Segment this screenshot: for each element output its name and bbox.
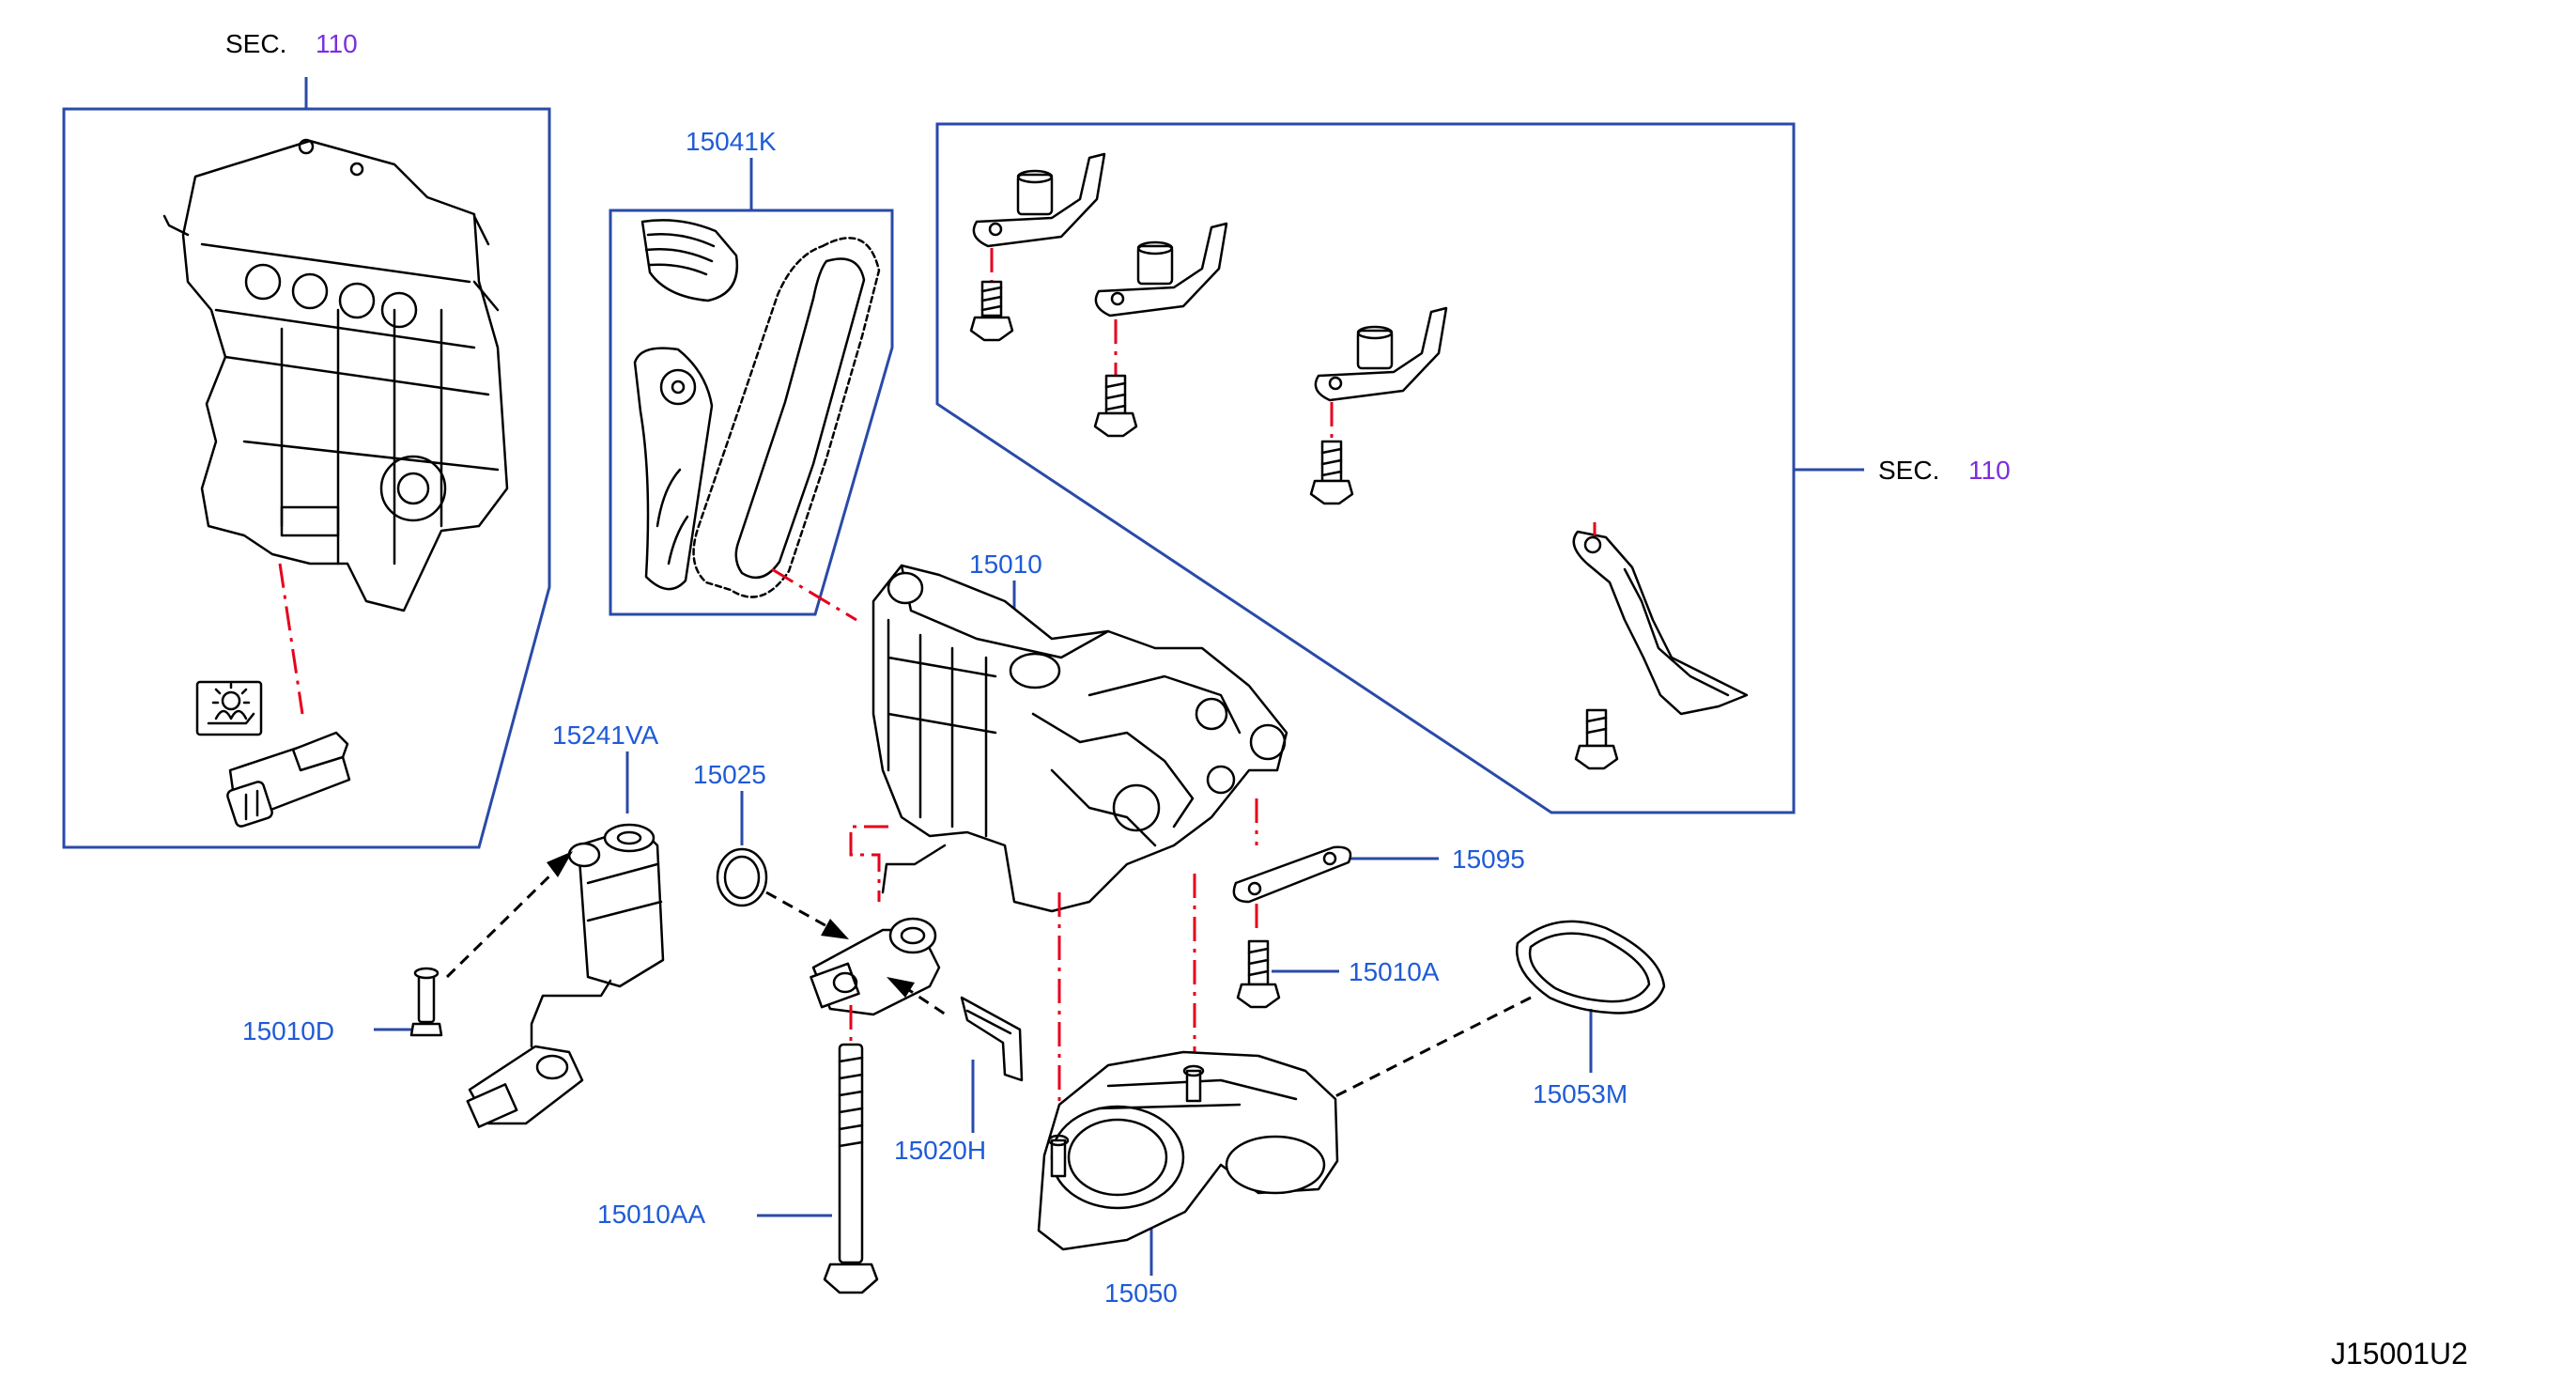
arrowhead-solenoid (547, 851, 573, 877)
part-15050[interactable]: 15050 (1104, 1278, 1178, 1308)
chain-guide-drawing (633, 219, 739, 591)
part-15041K[interactable]: 15041K (686, 127, 777, 156)
arrow-bolt-to-solenoid (445, 866, 560, 979)
bracket-bolt-3 (1309, 440, 1354, 505)
baffle-bracket-2 (1094, 222, 1228, 318)
arrow-valve-to-clip (902, 984, 949, 1018)
o-ring-15025-drawing (716, 847, 768, 907)
arrowhead-oring (821, 919, 849, 939)
engine-assembly-drawing (162, 138, 509, 612)
solenoid-valve-drawing (466, 823, 665, 1128)
timing-chain-drawing (692, 237, 881, 598)
sec-number-top[interactable]: 110 (316, 29, 358, 58)
part-15025[interactable]: 15025 (693, 760, 766, 789)
bracket-15095-drawing (1232, 845, 1352, 904)
part-15010[interactable]: 15010 (969, 550, 1042, 579)
bolt-15010AA-drawing (823, 1043, 879, 1294)
part-15095[interactable]: 15095 (1452, 844, 1525, 874)
part-15010D[interactable]: 15010D (242, 1016, 334, 1046)
part-15010AA[interactable]: 15010AA (597, 1200, 706, 1229)
clip-15020H-drawing (960, 996, 1024, 1082)
baffle-brackets-frame (935, 122, 1796, 814)
bracket-bolt-1 (969, 280, 1014, 342)
arrow-oring-to-valve (765, 891, 831, 930)
oil-baffle-plate (1572, 530, 1749, 716)
oil-pump-drawing (872, 564, 1288, 913)
oil-pressure-warning-icon (195, 680, 263, 736)
chain-pump-to-solenoid (849, 825, 888, 902)
sec-label-top: SEC. (225, 29, 286, 58)
baffle-bracket-1 (972, 152, 1106, 248)
chain-timing-to-pump (771, 567, 857, 622)
sec-label-right: SEC. (1878, 456, 1939, 485)
diagram-code: J15001U2 (2331, 1337, 2468, 1371)
arrowhead-valve-clip (887, 977, 915, 998)
bolt-15010D-drawing (409, 967, 443, 1037)
part-15010A[interactable]: 15010A (1349, 957, 1440, 986)
bracket-bolt-2 (1093, 374, 1138, 438)
part-15241VA[interactable]: 15241VA (552, 720, 658, 750)
part-15053M[interactable]: 15053M (1533, 1079, 1627, 1108)
sec-number-right[interactable]: 110 (1968, 456, 2011, 485)
oil-strainer-drawing (1037, 1050, 1339, 1251)
timing-chain-frame (609, 209, 894, 616)
baffle-bracket-3 (1314, 306, 1448, 402)
part-15020H[interactable]: 15020H (894, 1136, 986, 1165)
baffle-plate-bolt (1574, 708, 1619, 770)
engine-assembly-frame (62, 107, 551, 849)
arrow-gasket-to-strainer (1333, 996, 1532, 1099)
chain-engine-sensor (278, 563, 304, 715)
bolt-15010A-drawing (1236, 939, 1281, 1009)
oil-pressure-switch-drawing (226, 731, 351, 828)
gasket-15053M-drawing (1515, 920, 1666, 1015)
